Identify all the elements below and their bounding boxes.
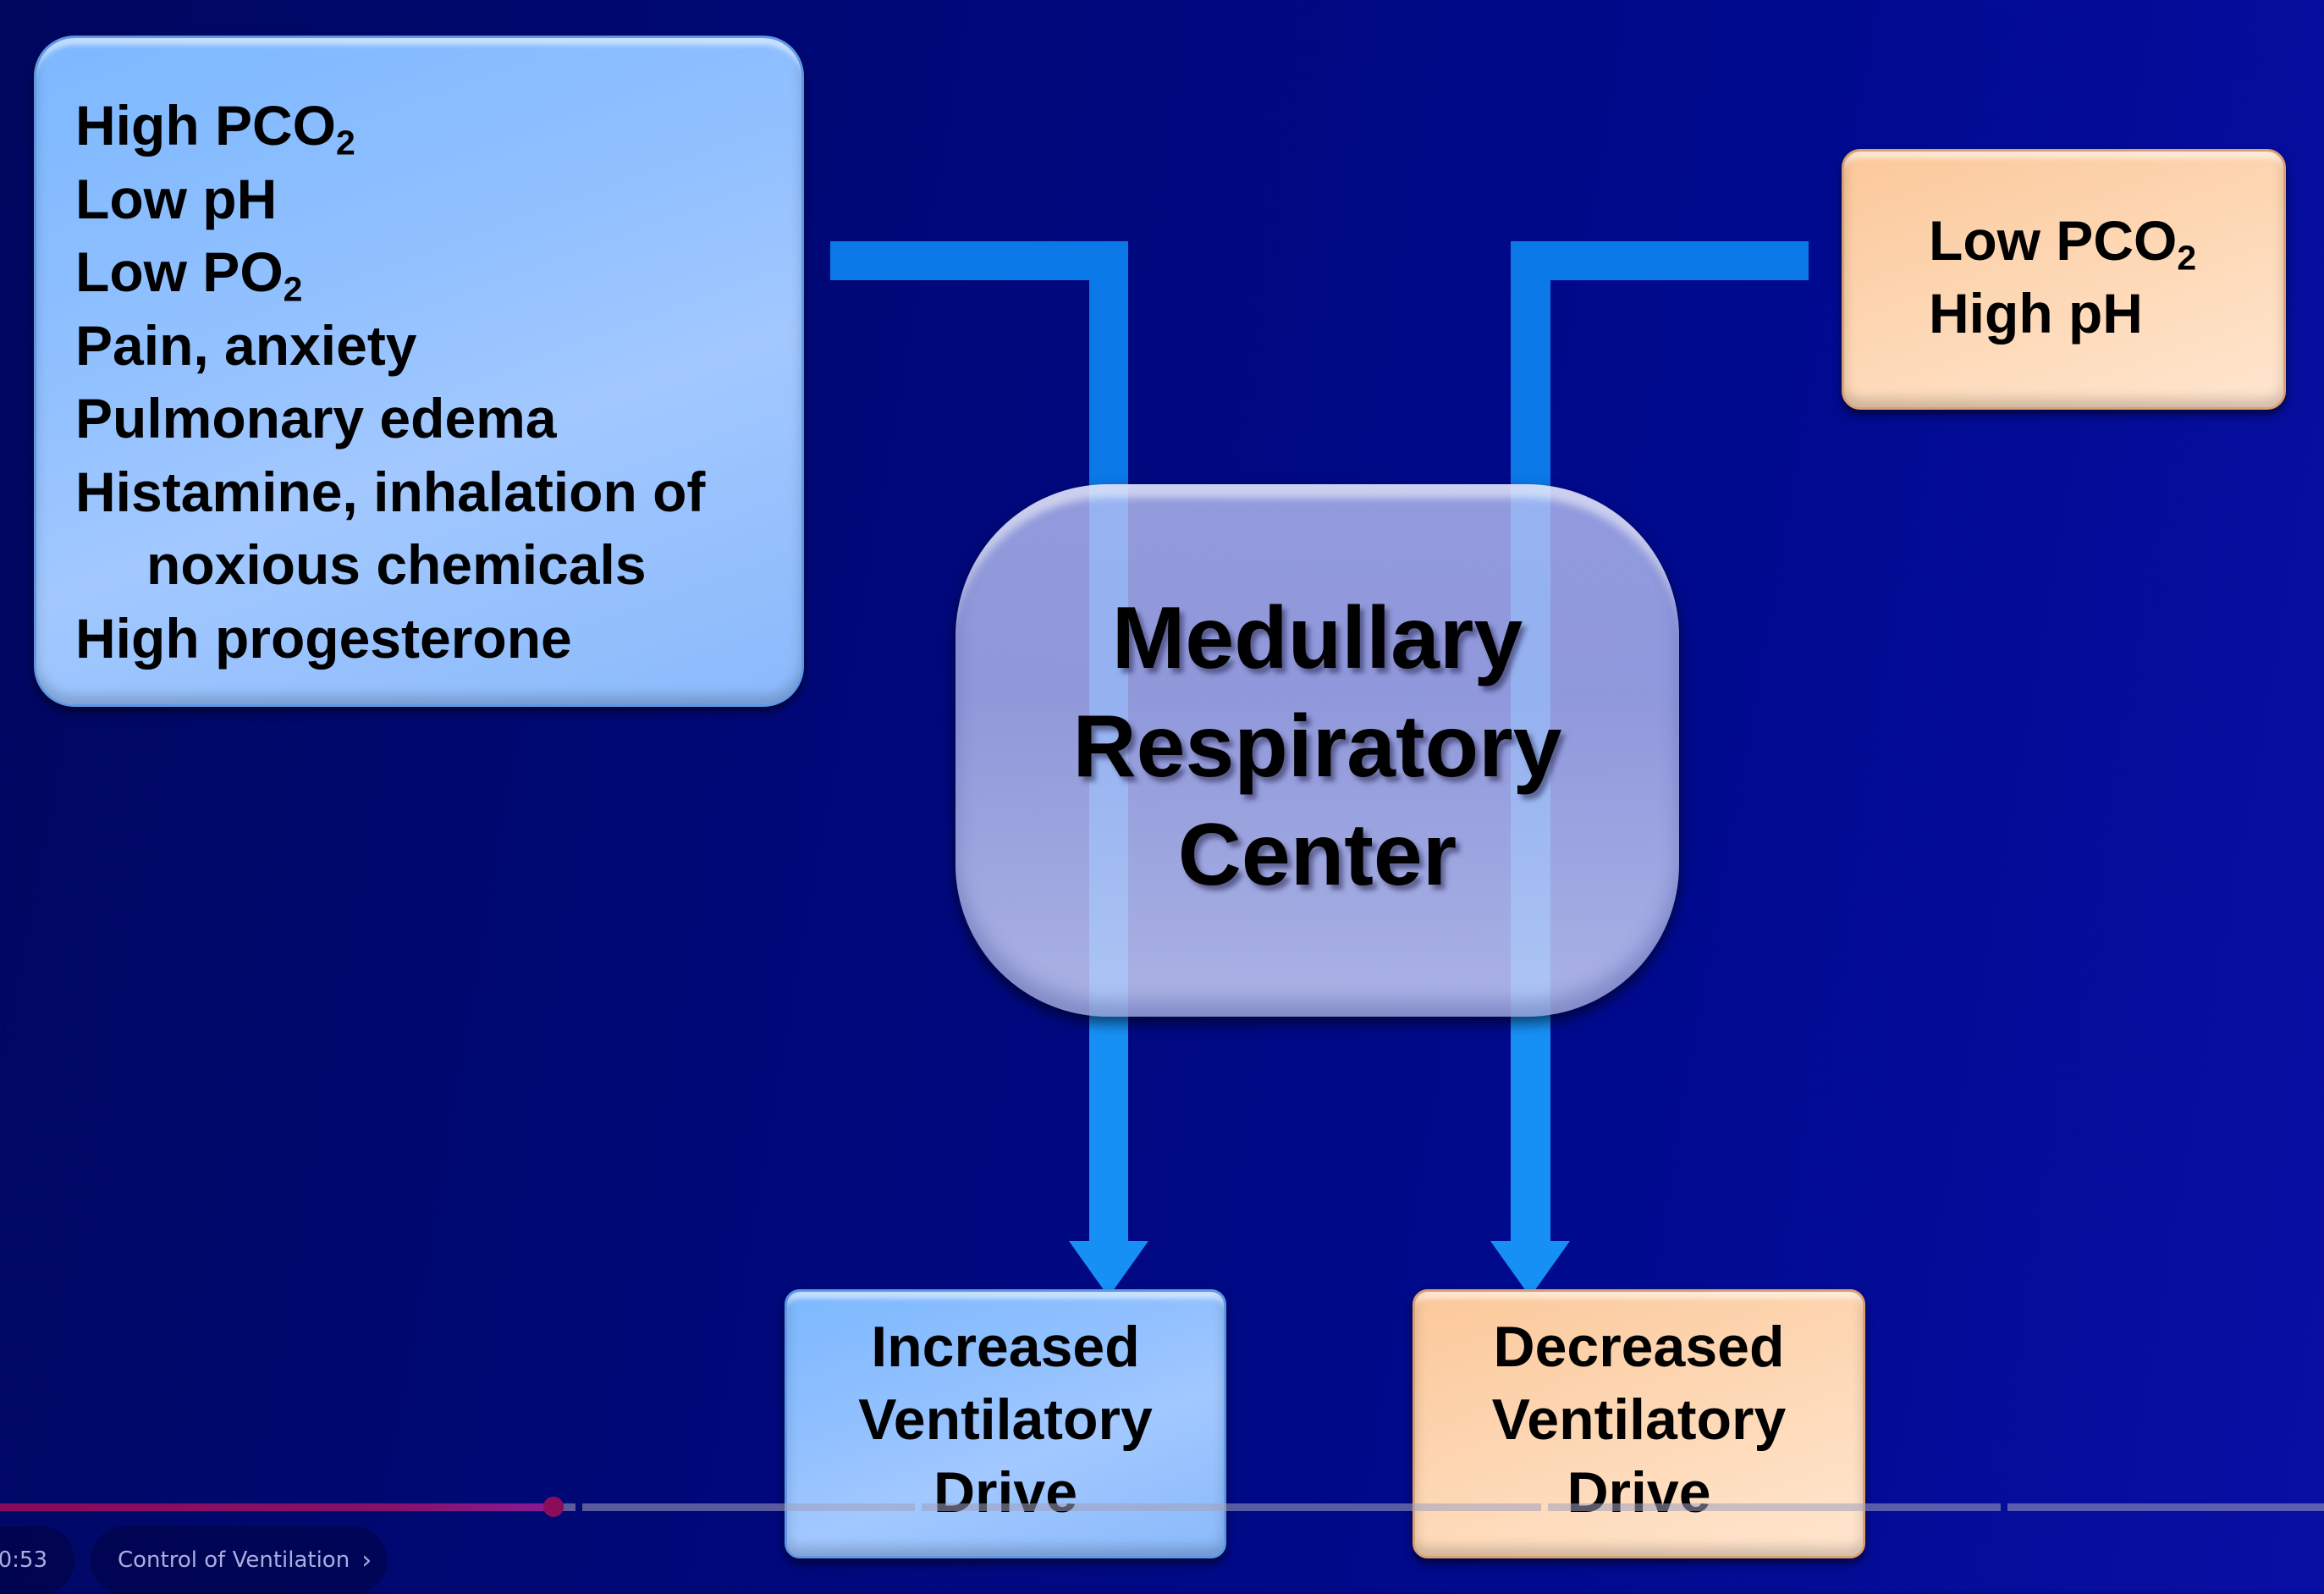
left-arrow-vertical-top — [1089, 241, 1128, 495]
right-arrow-vertical-top — [1511, 241, 1550, 495]
right-arrow-horizontal — [1511, 241, 1809, 280]
inhibitor-item: High pH — [1929, 282, 2143, 345]
playhead-scrubber[interactable] — [543, 1497, 564, 1517]
stimulus-item: High progesterone — [75, 606, 572, 670]
chapter-title: Control of Ventilation — [118, 1547, 350, 1573]
left-arrow-head-icon — [1069, 1241, 1148, 1297]
center-label-line: Center — [1177, 805, 1457, 904]
increased-drive-box: Increased Ventilatory Drive — [785, 1289, 1226, 1558]
stimulus-list-box: High PCO2 Low pH Low PO2 Pain, anxiety P… — [34, 36, 804, 707]
increased-label-line: Ventilatory — [858, 1387, 1153, 1452]
stimulus-item: Histamine, inhalation of — [75, 460, 706, 523]
time-text: 20:53 — [0, 1547, 47, 1573]
progress-chapter-segment[interactable] — [1548, 1503, 2001, 1511]
time-display: 20:53 — [0, 1526, 74, 1594]
stimulus-item-continuation: noxious chemicals — [146, 533, 647, 596]
right-arrow-head-icon — [1490, 1241, 1570, 1297]
decreased-label-line: Drive — [1567, 1460, 1711, 1525]
stimulus-item: Low pH — [75, 167, 278, 230]
increased-label-line: Increased — [871, 1315, 1140, 1379]
center-label-line: Respiratory — [1072, 697, 1562, 796]
inhibitor-list-box: Low PCO2 High pH — [1842, 149, 2286, 410]
center-label: Medullary Respiratory Center — [1073, 584, 1562, 909]
chevron-right-icon: › — [361, 1545, 372, 1575]
stimulus-item: Pain, anxiety — [75, 313, 417, 377]
medullary-respiratory-center-box: Medullary Respiratory Center — [955, 484, 1679, 1017]
stimulus-item: Low PO2 — [75, 240, 303, 309]
left-arrow-horizontal — [830, 241, 1128, 280]
progress-played — [0, 1503, 553, 1511]
inhibitor-item: Low PCO2 — [1929, 209, 2197, 278]
decreased-label-line: Ventilatory — [1491, 1387, 1787, 1452]
decreased-drive-box: Decreased Ventilatory Drive — [1413, 1289, 1865, 1558]
progress-chapter-segment[interactable] — [2007, 1503, 2324, 1511]
stimulus-item: Pulmonary edema — [75, 387, 557, 450]
stimulus-item: High PCO2 — [75, 94, 355, 163]
increased-label-line: Drive — [933, 1460, 1078, 1525]
decreased-label-line: Decreased — [1493, 1315, 1785, 1379]
chapter-button[interactable]: Control of Ventilation › — [91, 1526, 388, 1594]
center-label-line: Medullary — [1111, 588, 1523, 687]
progress-chapter-segment[interactable] — [582, 1503, 915, 1511]
progress-chapter-segment[interactable] — [922, 1503, 1541, 1511]
